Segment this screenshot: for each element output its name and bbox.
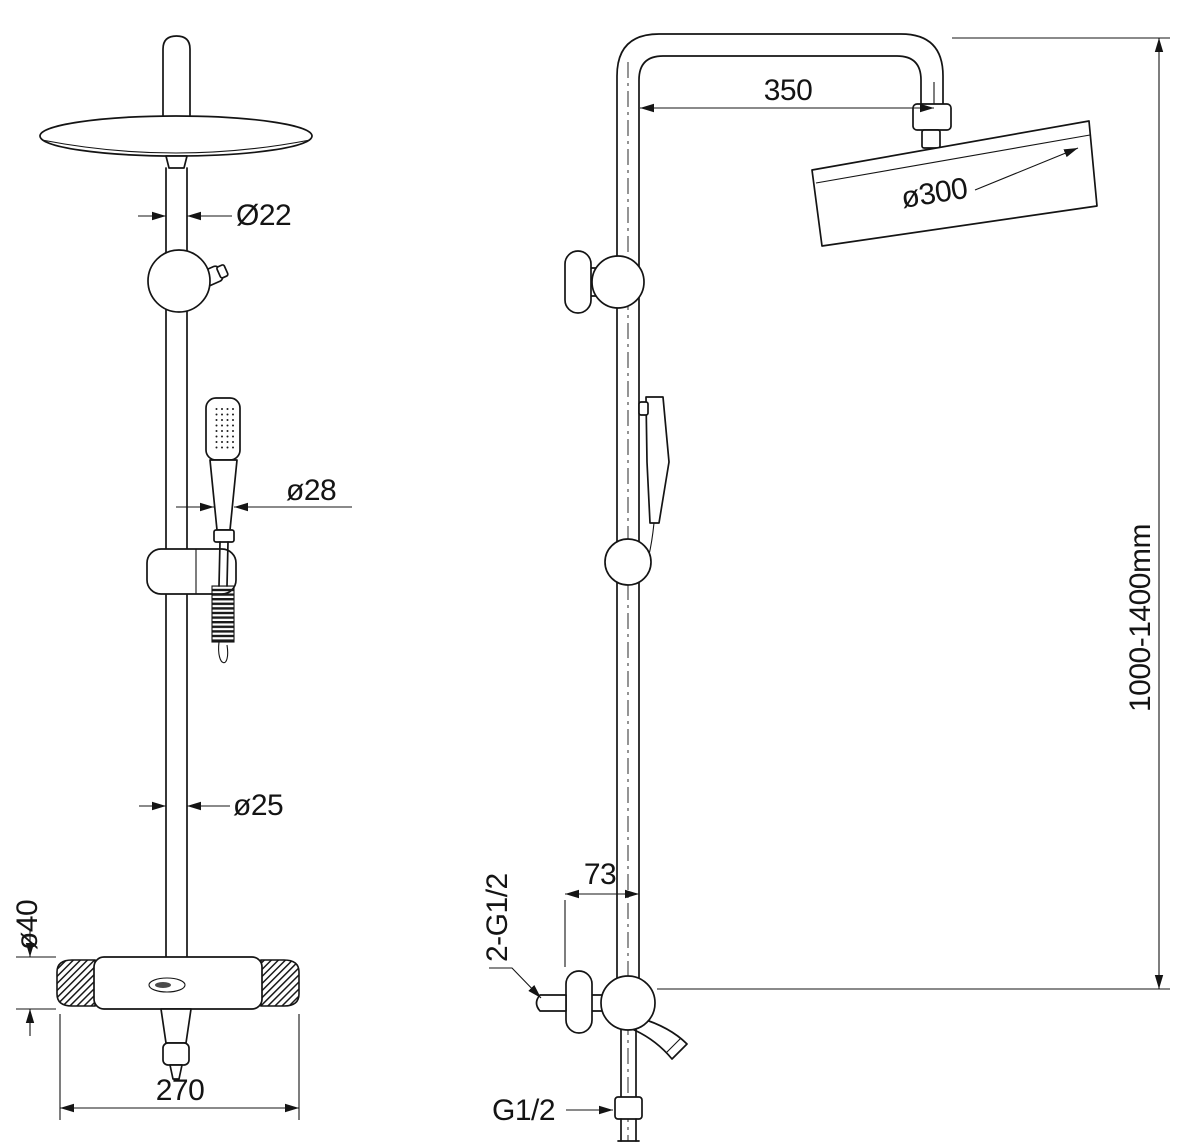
dim-label-wall-distance: 73 (584, 858, 616, 891)
bracket-ring (147, 249, 211, 313)
hose-nut (213, 529, 235, 543)
arm-outer-edge (616, 33, 944, 979)
dim-wall-distance: 73 (564, 858, 639, 967)
spout-mouth-line (665, 1037, 682, 1054)
slider-knob-side (604, 538, 652, 586)
hose-nut-side (614, 1096, 643, 1120)
dim-label-hand-shower: ø28 (286, 474, 336, 507)
mixer-nozzle-tip (169, 1064, 183, 1080)
arm-inner-edge (638, 55, 922, 979)
disc-hub (165, 155, 188, 169)
hose-coil (211, 585, 235, 643)
shower-head-face-line (815, 134, 1091, 184)
hose-tube (226, 541, 229, 587)
dim-arm-length: 350 (640, 74, 935, 113)
shower-column-side (616, 33, 944, 979)
hose-end (218, 641, 229, 664)
hand-shower-hook (638, 401, 649, 416)
dim-label-mixer-body: ø40 (11, 900, 44, 950)
bracket-fitting-tip (216, 264, 229, 279)
callout-inlet-thread: 2-G1/2 (481, 873, 542, 999)
wall-bracket-side (564, 250, 645, 314)
mixer-logo-mark (155, 982, 171, 988)
leader-line (974, 147, 1079, 191)
hand-shower-spray-dots (212, 406, 234, 452)
dim-label-mixer-width: 270 (156, 1074, 205, 1107)
callout-outlet-thread: G1/2 (492, 1094, 613, 1127)
hand-shower-handle (209, 459, 238, 531)
mixer-spout (160, 1008, 192, 1044)
hand-shower-profile (645, 396, 670, 524)
mixer-body (93, 956, 263, 1010)
front-view: Ø22 ø28 (11, 35, 352, 1120)
slider-body (146, 548, 237, 595)
spout-side (631, 1017, 688, 1060)
wall-flange (564, 250, 592, 314)
bracket-knob (591, 255, 645, 309)
overhead-shower-side: ø300 (811, 120, 1098, 247)
hand-shower-side (638, 396, 670, 577)
leader-line (489, 967, 542, 999)
shower-disc-rim (41, 139, 311, 154)
side-view: ø300 350 73 (481, 33, 1170, 1142)
dim-mixer-width: 270 (59, 1014, 300, 1120)
valve-body-side (600, 975, 656, 1031)
shower-disc (39, 115, 313, 157)
mixer-logo (148, 977, 186, 993)
dim-label-arm-length: 350 (764, 74, 813, 107)
hand-shower-front (205, 397, 241, 664)
mixer-valve-side (535, 970, 688, 1142)
mixer-valve-front (56, 956, 300, 1080)
dim-label-pole-lower: ø25 (233, 789, 283, 822)
dim-adjustable-height: 1000-1400mm (657, 37, 1170, 990)
mixer-aerator (162, 1042, 190, 1066)
dim-mixer-body: ø40 (11, 900, 56, 1036)
arm-connector-side (912, 103, 952, 149)
wall-flange-lower (565, 970, 593, 1034)
mixer-left-knob (56, 959, 96, 1007)
hose-tube (218, 541, 221, 587)
shower-head-slab (811, 120, 1098, 247)
dim-pole-upper: Ø22 (138, 199, 292, 232)
dim-pole-lower: ø25 (139, 789, 284, 822)
dim-label-outlet-thread: G1/2 (492, 1094, 555, 1127)
dim-label-inlet-thread: 2-G1/2 (481, 873, 514, 962)
dim-hand-shower: ø28 (176, 474, 352, 512)
connector-neck (921, 129, 941, 149)
dim-label-adjustable-height: 1000-1400mm (1124, 524, 1157, 712)
mixer-right-knob (260, 959, 300, 1007)
top-stem (162, 35, 191, 123)
dim-label-pole-upper: Ø22 (236, 199, 291, 232)
overhead-shower-front (39, 115, 313, 169)
slider-bracket-front (146, 548, 237, 595)
wall-bracket-front (147, 249, 229, 313)
